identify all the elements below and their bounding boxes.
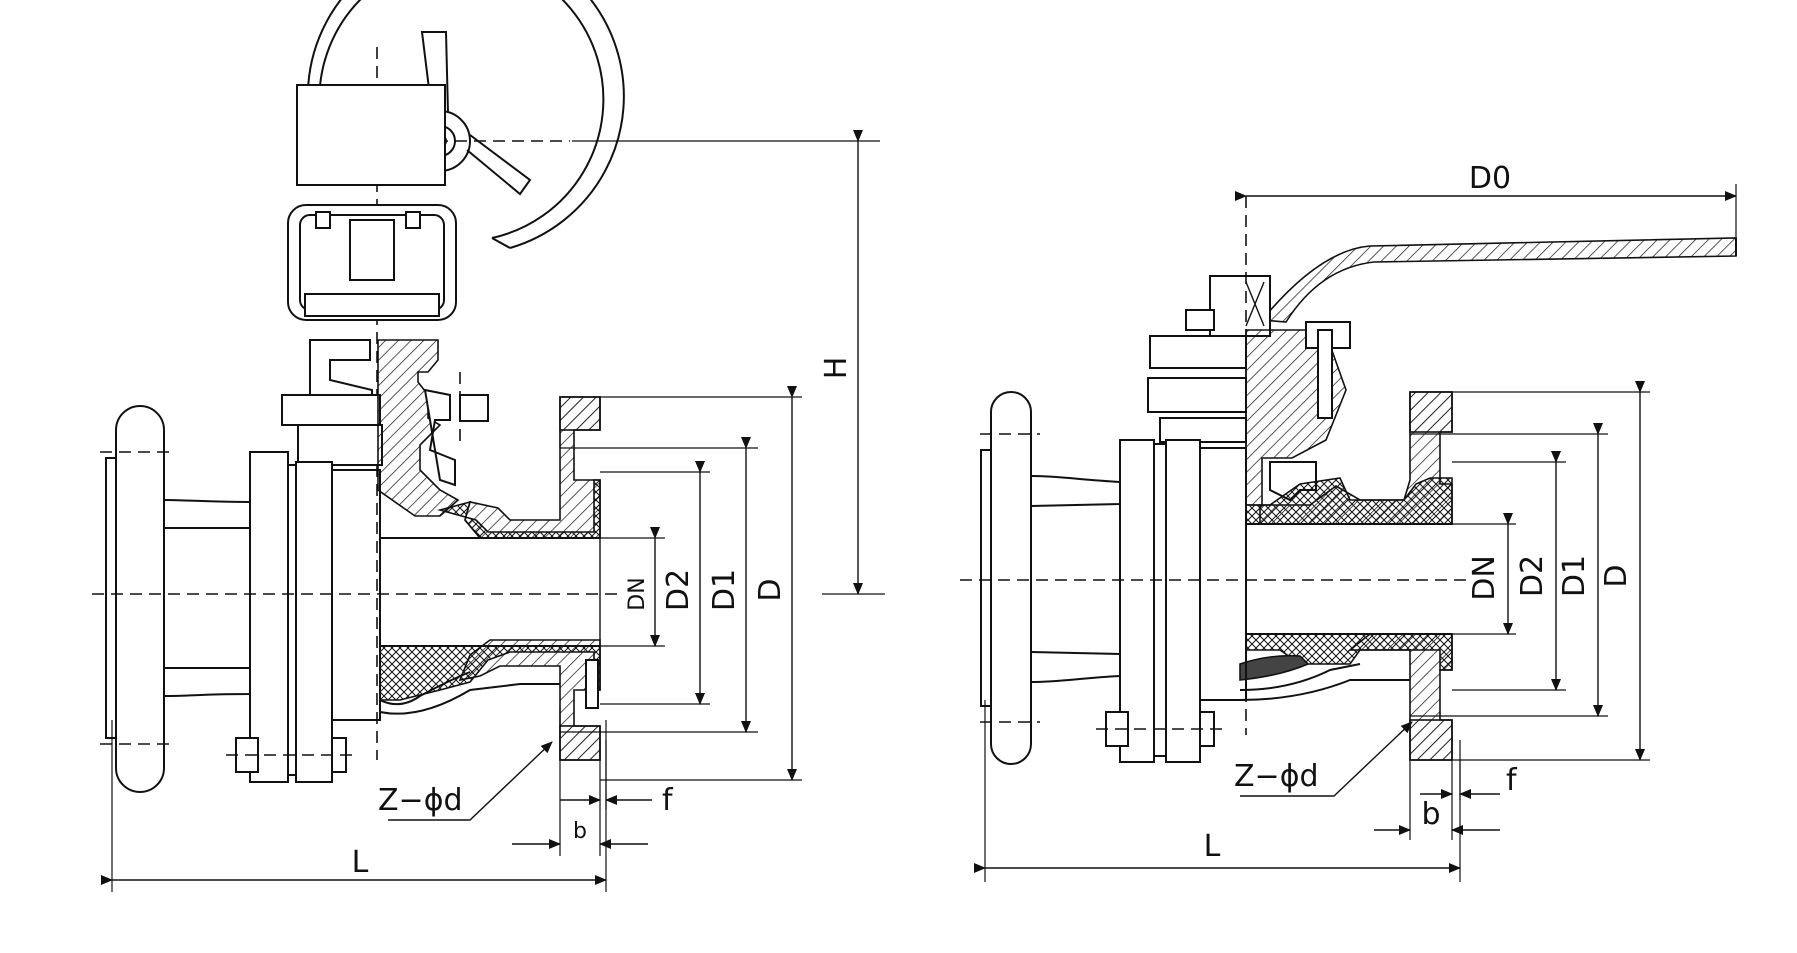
dimension-l-left: L [101, 720, 607, 892]
dimension-d2-right: D2 [1452, 451, 1566, 691]
dimension-h: H [572, 130, 885, 595]
dimension-d1-left: D1 [560, 437, 758, 733]
dimension-f-left: f [560, 740, 674, 818]
bolt-callout-right: Z−ϕd [1234, 721, 1413, 797]
dimension-b-left: b [512, 760, 648, 856]
gearbox [287, 84, 457, 321]
dimension-d-left: D [600, 386, 802, 781]
label-l-right: L [1204, 829, 1221, 864]
label-d-left: D [753, 578, 788, 601]
label-dn-right: DN [1467, 555, 1502, 601]
bolt-callout-left: Z−ϕd [378, 741, 553, 821]
label-d1-left: D1 [707, 569, 742, 611]
dimension-d-right: D [1452, 381, 1650, 761]
label-b-right: b [1421, 797, 1440, 832]
left-end-flange [100, 405, 381, 793]
bonnet [281, 339, 489, 517]
label-f-left: f [662, 783, 674, 818]
dimension-d0: D0 [1235, 161, 1737, 238]
label-l-left: L [352, 845, 369, 880]
label-bolt-right: Z−ϕd [1234, 759, 1319, 794]
lever-handle [1260, 237, 1737, 323]
label-d-right: D [1599, 564, 1634, 587]
dimension-b-right: b [1374, 760, 1500, 840]
label-bolt-left: Z−ϕd [378, 783, 463, 818]
dimension-d1-right: D1 [1410, 423, 1608, 717]
right-view-left-flange [980, 391, 1247, 765]
label-f-right: f [1506, 763, 1518, 798]
dimension-f-right: f [1420, 740, 1518, 800]
label-d2-left: D2 [661, 569, 696, 611]
label-b-left: b [573, 819, 587, 844]
right-bonnet [1245, 321, 1351, 506]
label-d1-right: D1 [1557, 555, 1592, 597]
label-h: H [819, 357, 854, 380]
dimension-d2-left: D2 [600, 461, 710, 705]
label-d0: D0 [1469, 161, 1511, 196]
dimension-l-right: L [974, 700, 1461, 882]
label-d2-right: D2 [1515, 555, 1550, 597]
right-view-right-flange [1409, 391, 1453, 761]
right-valve-view: D0 D D1 D2 DN [960, 161, 1737, 882]
dimension-dn-left: DN [600, 527, 665, 647]
left-valve-view: H D D1 D2 DN [92, 0, 885, 892]
dimension-dn-right: DN [1452, 513, 1516, 635]
label-dn-left: DN [625, 577, 650, 610]
